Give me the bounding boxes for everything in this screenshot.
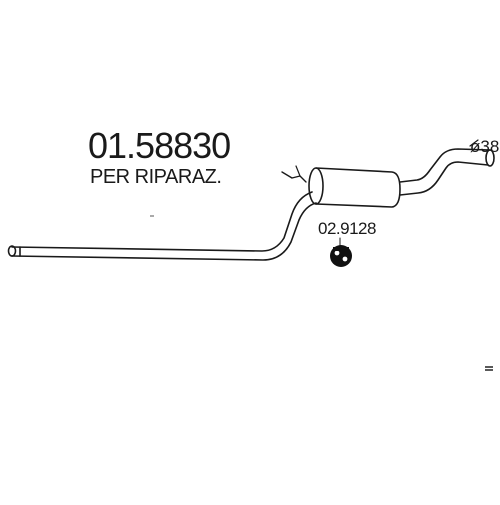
diameter-label: ø38: [470, 137, 500, 156]
edge-mark: [485, 366, 493, 371]
rubber-hanger-icon: [330, 245, 352, 267]
part-note-label: PER RIPARAZ.: [90, 166, 222, 188]
pipe-assembly: [7, 139, 495, 261]
accessory-code-label: 02.9128: [318, 219, 376, 238]
part-number-label: 01.58830: [88, 125, 231, 166]
